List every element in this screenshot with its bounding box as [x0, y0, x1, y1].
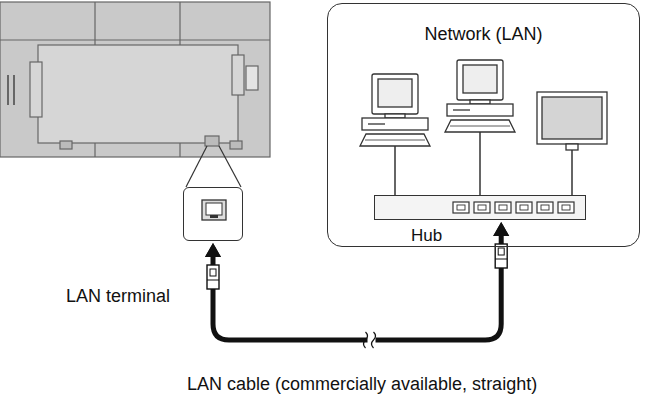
node-label: Hub: [411, 226, 442, 246]
display-icon: [537, 92, 607, 150]
network-wire: [395, 132, 572, 195]
node-label: LAN terminal: [66, 286, 170, 307]
network-box: Network (LAN) Hub: [327, 3, 640, 247]
cable-label: LAN cable (commercially available, strai…: [185, 374, 539, 395]
computer-icon: [360, 74, 430, 146]
computer-icon: [445, 60, 515, 132]
hub-box: Hub: [374, 195, 586, 220]
lan-port-icon: [184, 188, 242, 240]
hub-ports: [375, 196, 585, 219]
display-back: [0, 2, 270, 157]
callout-leader: [186, 146, 241, 187]
lan-terminal-callout: LAN terminal: [183, 187, 243, 241]
lan-cable: [205, 222, 509, 348]
node-label: Network (LAN): [328, 24, 639, 45]
